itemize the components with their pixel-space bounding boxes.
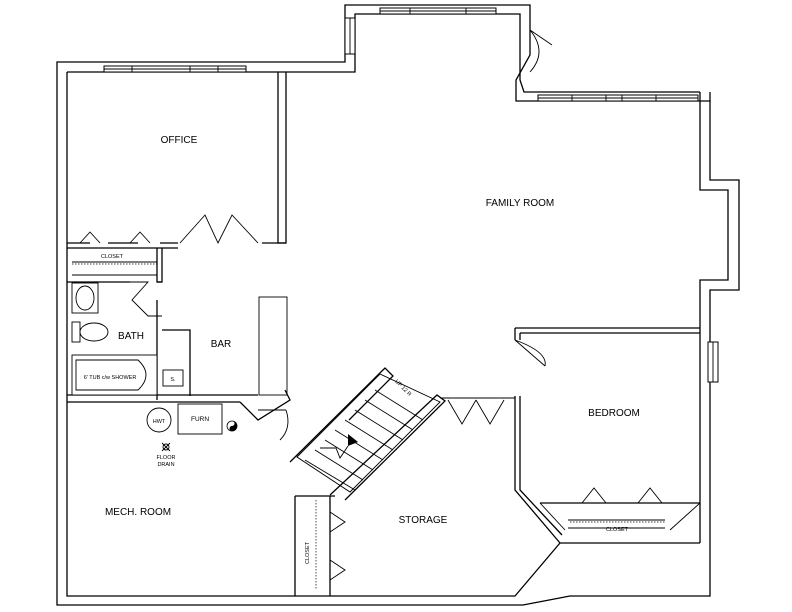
sink-icon — [71, 282, 99, 314]
room-label-bedroom: BEDROOM — [588, 408, 640, 419]
door-swing-icon — [514, 339, 546, 367]
room-label-mech-room: MECH. ROOM — [105, 507, 171, 518]
floor-drain-icon — [161, 442, 171, 452]
floor-drain-label-2: DRAIN — [157, 462, 174, 468]
water-heater-icon — [146, 407, 172, 433]
bifold-door-icon — [581, 487, 663, 504]
door-swing-icon — [258, 409, 289, 441]
window-icon — [344, 17, 356, 55]
bifold-door-icon — [329, 511, 346, 581]
room-label-family-room: FAMILY ROOM — [486, 198, 555, 209]
stair-label: UP 12 R — [393, 379, 412, 398]
window-icon — [707, 341, 719, 383]
room-label-storage: STORAGE — [399, 515, 448, 526]
room-label-closet-storage: CLOSET — [305, 541, 311, 564]
room-label-bath: BATH — [118, 331, 144, 342]
room-label-closet-bedroom: CLOSET — [606, 527, 629, 533]
hwt-label: HWT — [153, 419, 166, 425]
bifold-door-icon — [447, 399, 505, 425]
room-label-office: OFFICE — [161, 135, 198, 146]
door-swing-icon — [529, 29, 553, 73]
floor-drain-label-1: FLOOR — [157, 455, 176, 461]
window-icon — [537, 94, 699, 102]
stair-arrow-icon — [348, 434, 358, 446]
sink-label: S. — [170, 377, 176, 383]
exterior-wall — [56, 4, 740, 606]
bar-counter — [258, 296, 288, 396]
furnace-icon — [177, 403, 223, 435]
window-icon — [379, 7, 497, 15]
bifold-door-icon — [179, 214, 259, 245]
bifold-door-icon — [79, 231, 151, 244]
bathtub-icon — [71, 354, 158, 396]
fan-coil-icon — [226, 420, 238, 432]
furn-label: FURN — [191, 416, 209, 423]
room-label-bar: BAR — [211, 339, 232, 350]
window-icon — [103, 65, 247, 73]
room-label-closet-office: CLOSET — [101, 254, 124, 260]
stairs — [296, 373, 441, 493]
tub-label: 6' TUB c/w SHOWER — [84, 375, 137, 381]
bar-sink-icon — [162, 369, 184, 387]
toilet-icon — [71, 321, 109, 343]
